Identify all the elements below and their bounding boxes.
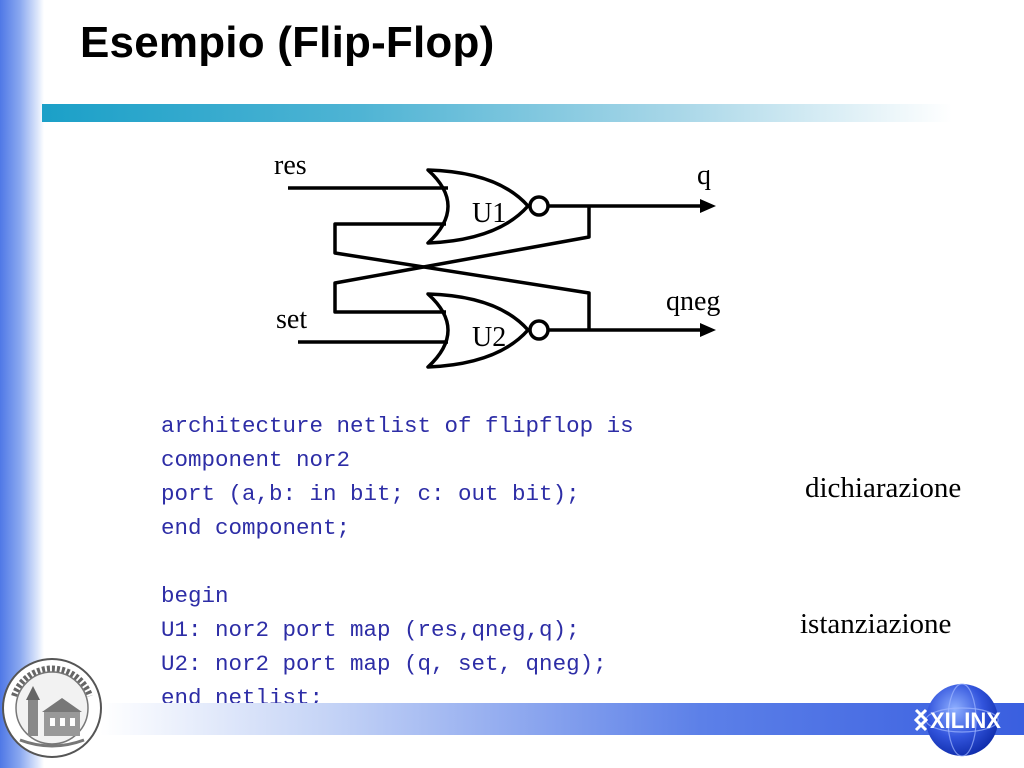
university-seal-logo xyxy=(2,658,102,758)
declaration-annotation: dichiarazione xyxy=(805,472,962,504)
u2-label: U2 xyxy=(472,322,506,353)
u2-gate-body xyxy=(426,292,530,369)
qneg-label: qneg xyxy=(666,286,720,317)
slide-title: Esempio (Flip-Flop) xyxy=(80,18,495,67)
u1-feedback-wire xyxy=(333,222,591,330)
code-line: component nor2 xyxy=(161,447,351,473)
qneg-arrowhead xyxy=(700,323,716,337)
xilinx-logo: XILINX xyxy=(913,683,1001,757)
vhdl-code-block: architecture netlist of flipflop is comp… xyxy=(161,409,634,715)
code-line: U1: nor2 port map (res,qneg,q); xyxy=(161,617,580,643)
code-line: architecture netlist of flipflop is xyxy=(161,413,634,439)
code-line: port (a,b: in bit; c: out bit); xyxy=(161,481,580,507)
code-line xyxy=(161,545,634,579)
q-arrowhead xyxy=(700,199,716,213)
res-label: res xyxy=(274,150,307,181)
instantiation-annotation: istanziazione xyxy=(800,608,952,640)
bottom-decorative-band xyxy=(100,703,1024,735)
u1-label: U1 xyxy=(472,198,506,229)
u1-gate-body xyxy=(426,168,530,245)
title-underline-bar xyxy=(42,104,952,122)
code-line: end component; xyxy=(161,515,351,541)
flipflop-diagram: res set q qneg U1 U2 xyxy=(274,150,720,369)
set-label: set xyxy=(276,304,307,335)
code-line: U2: nor2 port map (q, set, qneg); xyxy=(161,651,607,677)
left-decorative-band xyxy=(0,0,44,768)
u2-feedback-wire xyxy=(333,206,591,314)
u1-inverter-bubble xyxy=(528,195,550,217)
q-label: q xyxy=(697,160,711,191)
xilinx-wordmark: XILINX xyxy=(930,708,1001,733)
u2-inverter-bubble xyxy=(528,319,550,341)
code-line: begin xyxy=(161,583,229,609)
